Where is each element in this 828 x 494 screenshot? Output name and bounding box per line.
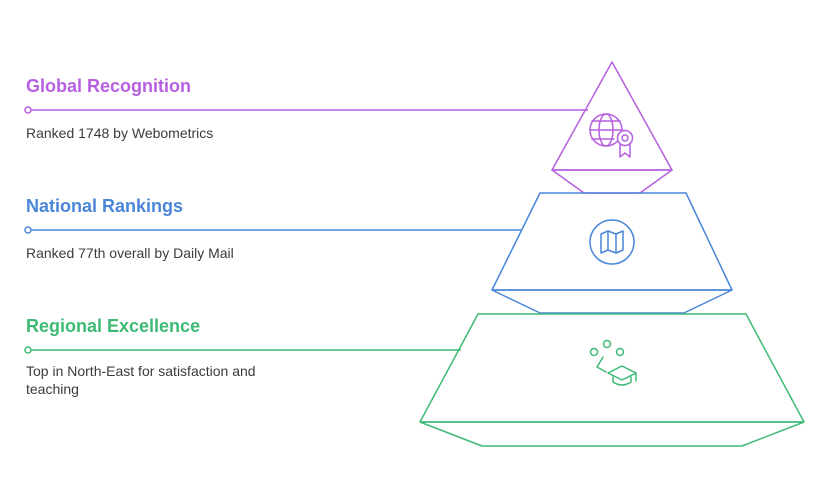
connector-regional [24, 346, 461, 354]
pyramid-tier-regional [419, 313, 805, 447]
level-national-title: National Rankings [26, 196, 184, 216]
level-national: National Rankings [26, 195, 326, 217]
level-national-description: Ranked 77th overall by Daily Mail [26, 245, 234, 261]
level-regional-title: Regional Excellence [26, 316, 201, 336]
level-global-description: Ranked 1748 by Webometrics [26, 125, 214, 141]
graduation-network-icon [589, 339, 637, 386]
pyramid-tier-national [491, 192, 733, 314]
level-global-title: Global Recognition [26, 76, 191, 96]
globe-award-icon [589, 113, 634, 158]
map-icon [589, 219, 635, 265]
level-global: Global Recognition [26, 75, 326, 97]
level-regional-description: Top in North-East for satisfaction and t… [26, 363, 256, 397]
pyramid-tier-global [551, 61, 673, 194]
connector-national [24, 226, 522, 234]
level-regional: Regional Excellence [26, 315, 326, 337]
connector-global [24, 106, 588, 114]
